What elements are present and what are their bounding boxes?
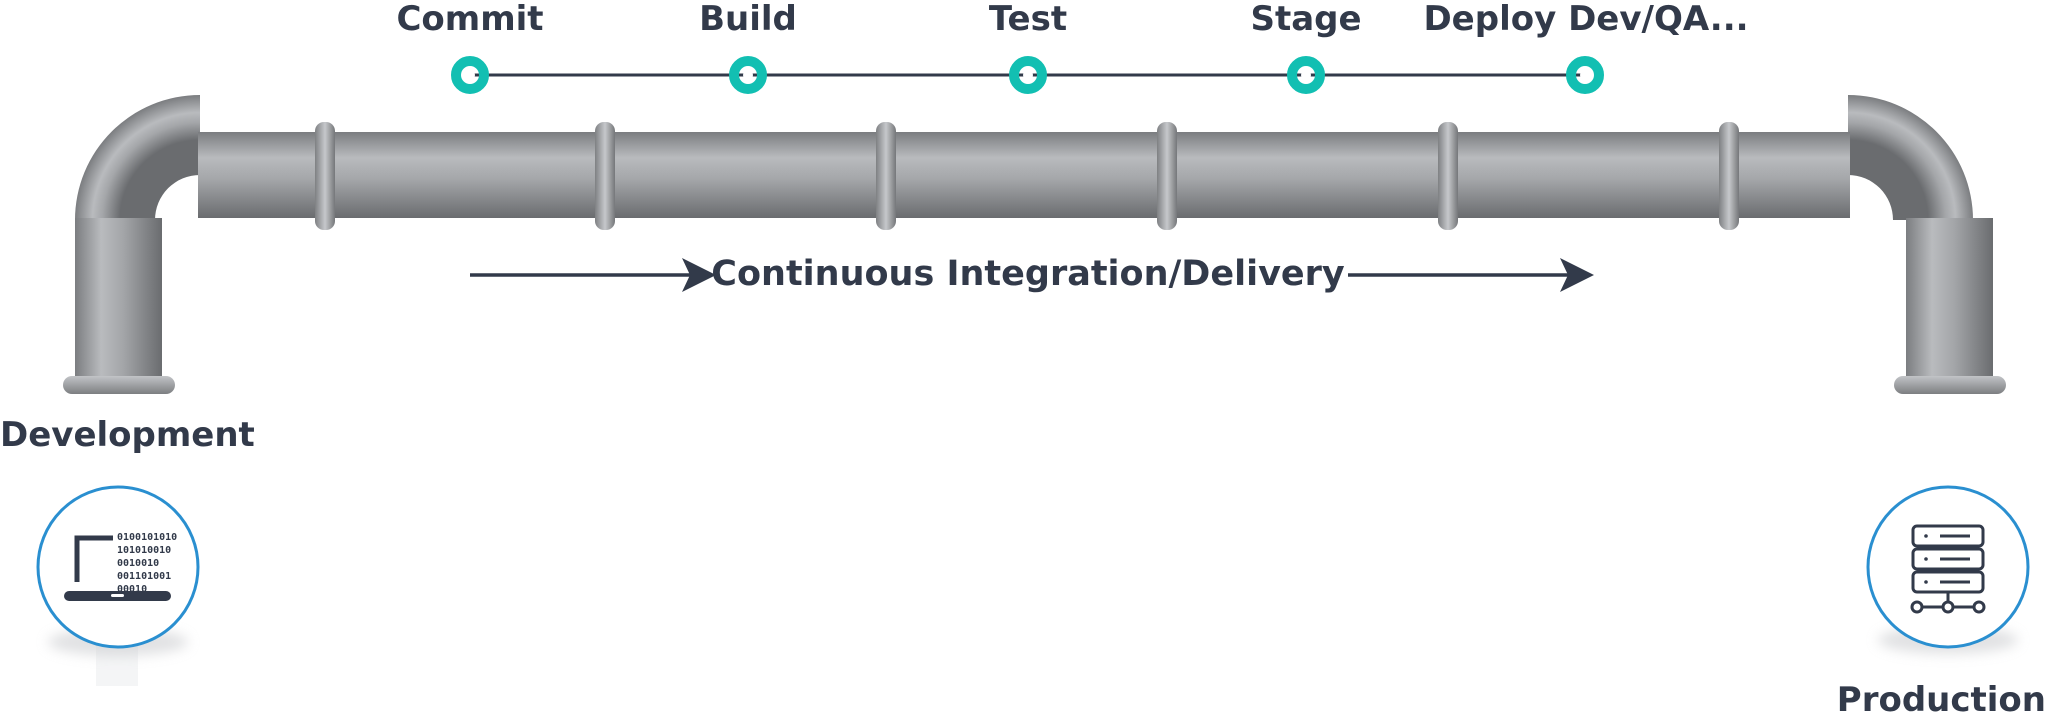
development-label: Development (0, 415, 255, 455)
server-network-icon (1910, 524, 1986, 614)
flow-arrow-right (1348, 258, 1594, 292)
stage-marker-stage (1287, 56, 1325, 94)
pipe-ring (1157, 122, 1177, 230)
center-title: Continuous Integration/Delivery (711, 254, 1345, 294)
stage-marker-build (729, 56, 767, 94)
binary-line: 101010010 (117, 545, 171, 556)
production-label: Production (1836, 680, 2046, 720)
stage-marker-commit (451, 56, 489, 94)
stage-marker-deploy (1566, 56, 1604, 94)
pipe-flange-right (1894, 376, 2006, 394)
stage-label-test: Test (988, 0, 1068, 39)
flow-arrow-left (470, 258, 716, 292)
stage-label-deploy: Deploy Dev/QA... (1423, 0, 1749, 39)
pipe-ring (595, 122, 615, 230)
binary-line: 0100101010 (117, 532, 177, 543)
stage-marker-test (1009, 56, 1047, 94)
stage-timeline (451, 56, 1604, 94)
binary-line: 001101001 (117, 571, 171, 582)
binary-line: 0010010 (117, 558, 159, 569)
pipe-ring (315, 122, 335, 230)
svg-text:0100101010 101010010: 0100101010 101010010 0010010 001101001 0… (117, 532, 183, 595)
stage-label-stage: Stage (1250, 0, 1362, 39)
production-node (1866, 485, 2030, 654)
stage-label-commit: Commit (396, 0, 544, 39)
pipe-ring (876, 122, 896, 230)
binary-line: 00010 (117, 584, 147, 595)
stage-label-build: Build (699, 0, 797, 39)
pipe-ring (1438, 122, 1458, 230)
development-node: 0100101010 101010010 0010010 001101001 0… (36, 485, 200, 686)
laptop-binary-icon: 0100101010 101010010 0010010 001101001 0… (64, 532, 183, 601)
pipeline-pipe (63, 95, 2006, 394)
pipe-flange-left (63, 376, 175, 394)
pipe-ring (1719, 122, 1739, 230)
